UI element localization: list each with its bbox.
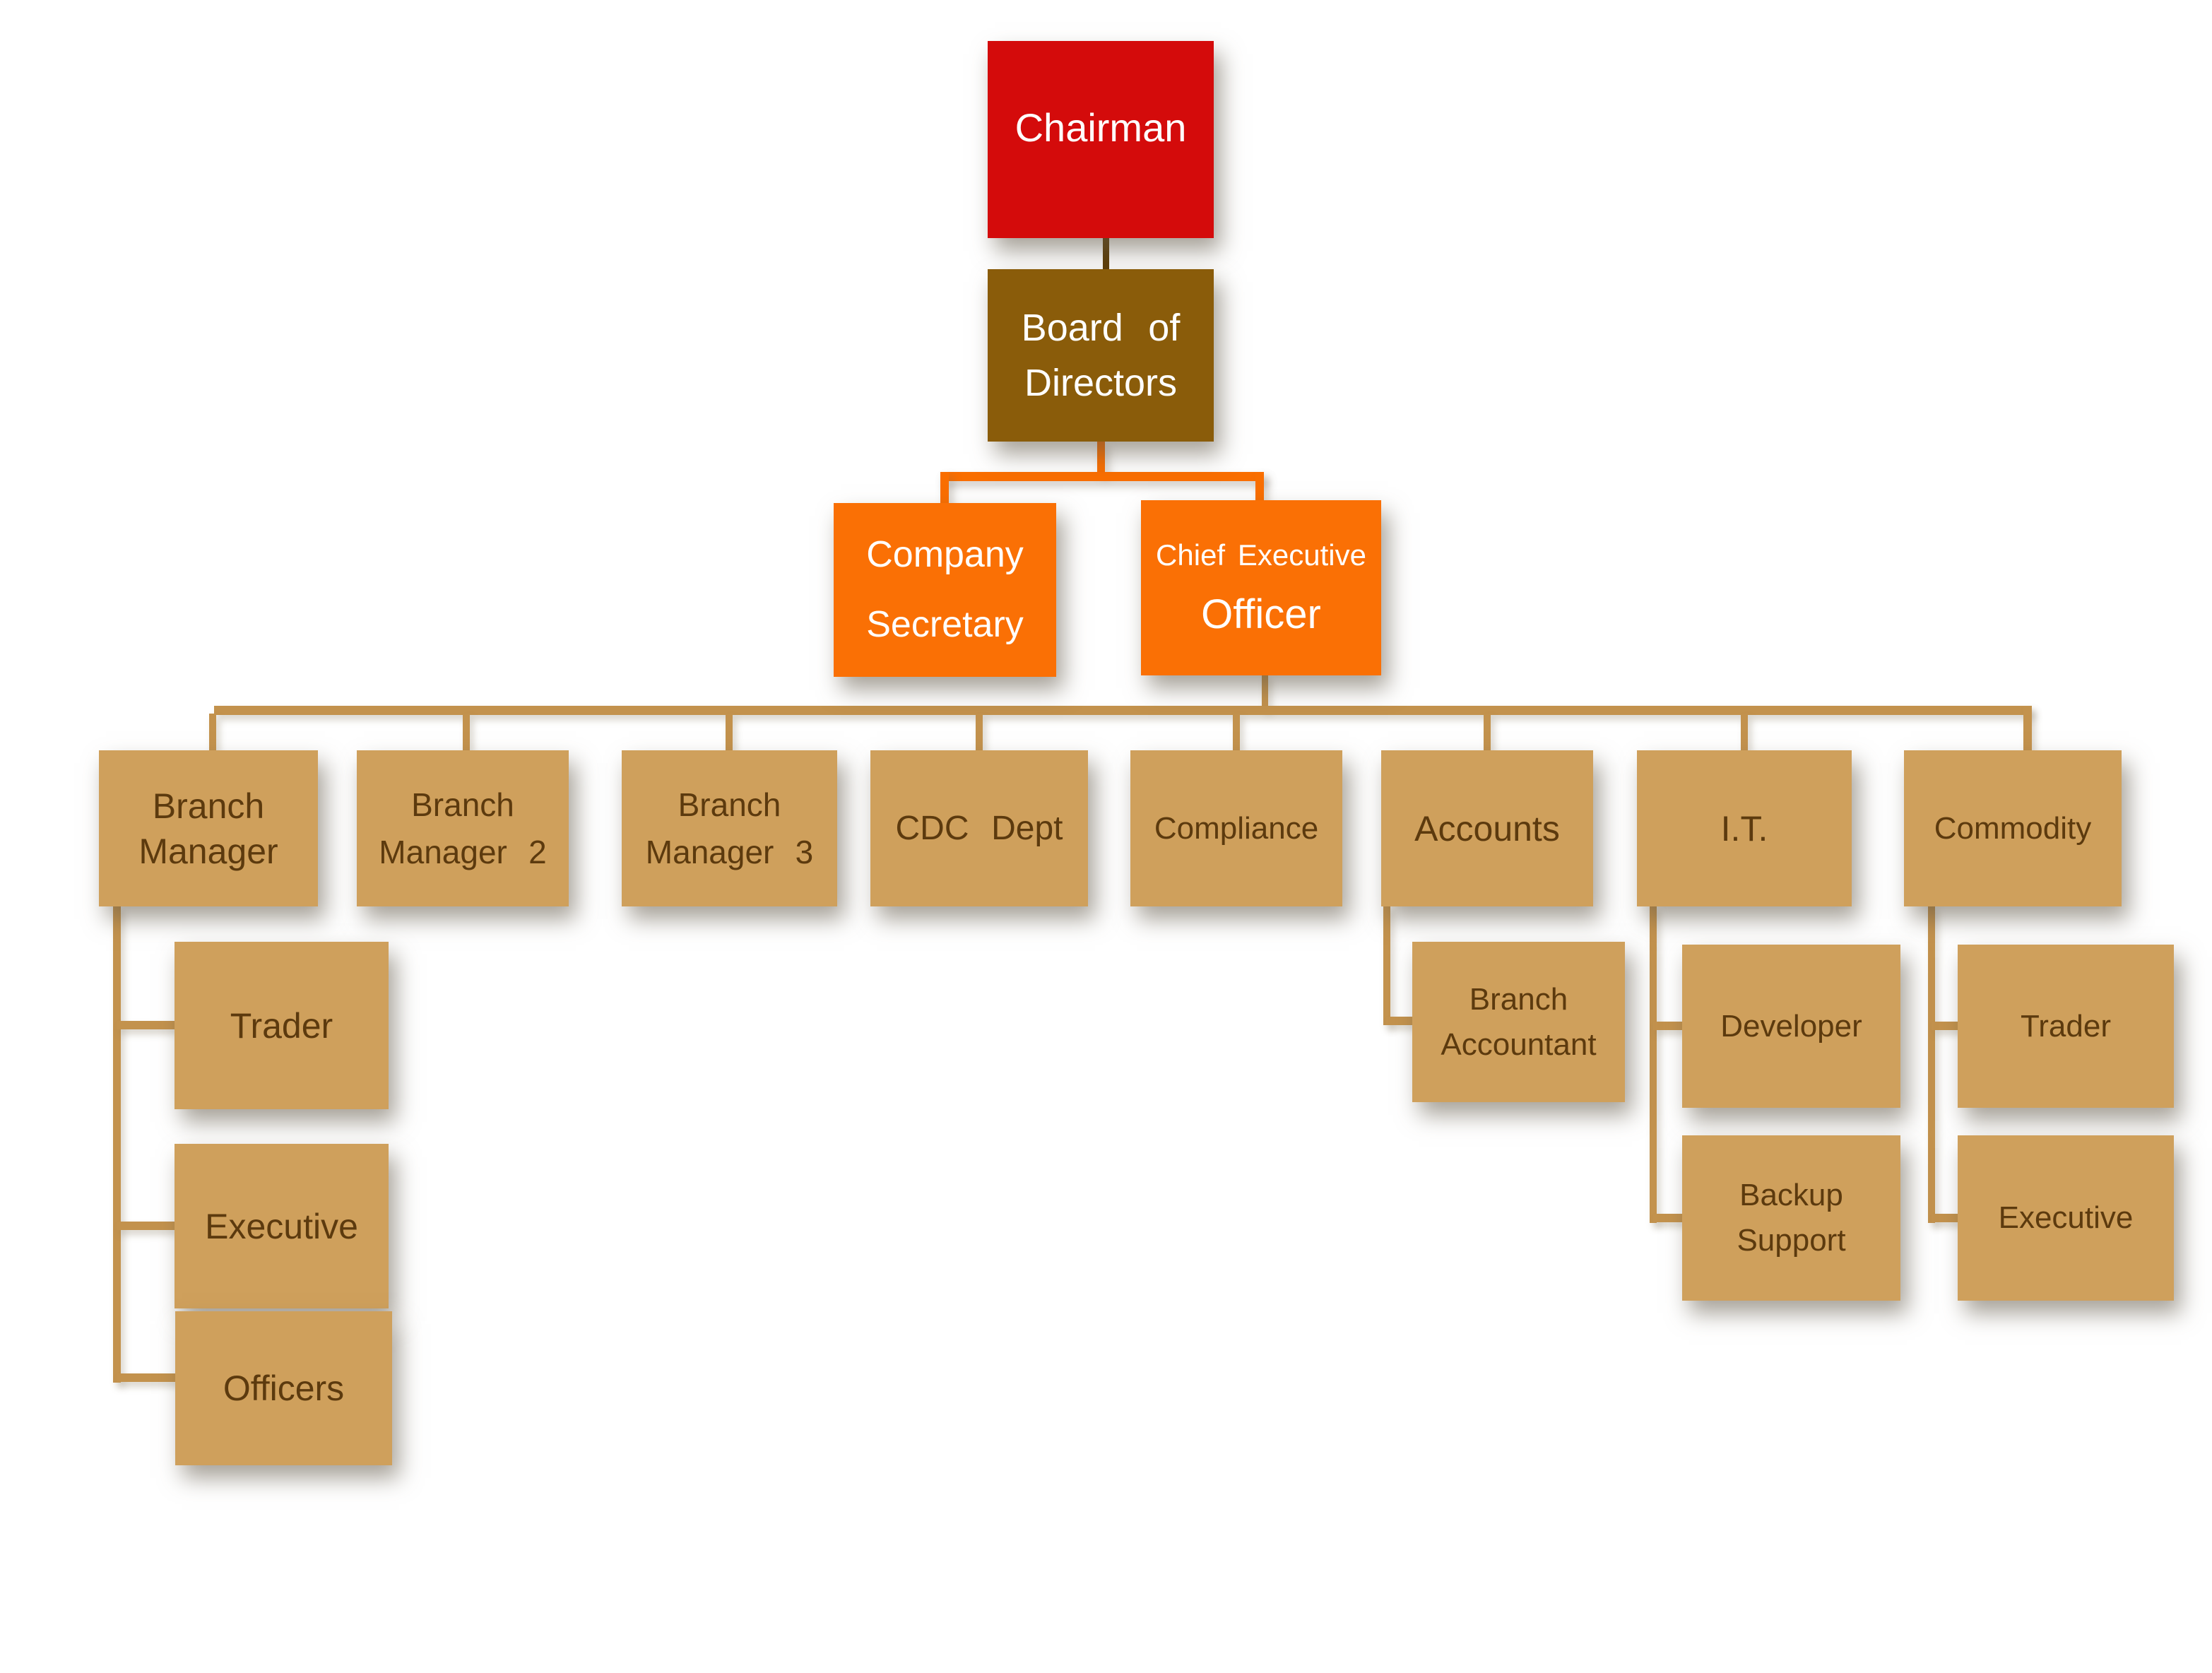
connector-secretary-drop (940, 472, 949, 506)
connector-drop-commodity (2023, 706, 2032, 750)
connector-stub-branch-accountant (1386, 1017, 1414, 1025)
node-label: Branch (678, 786, 781, 823)
connector-drop-accounts (1484, 714, 1491, 750)
node-label: Board of (1021, 306, 1181, 349)
connector-chairman-board (1103, 214, 1109, 271)
node-branch-manager: Branch Manager (99, 750, 318, 906)
connector-drop-branch-manager (209, 714, 216, 750)
node-branch-accountant: Branch Accountant (1412, 942, 1625, 1102)
node-company-secretary: Company Secretary (834, 503, 1056, 677)
node-label: Officer (1201, 591, 1321, 637)
node-label: CDC Dept (895, 810, 1063, 847)
connector-it-spine (1650, 905, 1657, 1223)
node-label: Branch (1469, 981, 1568, 1017)
node-label: Commodity (1934, 810, 2092, 846)
node-label: Trader (2021, 1008, 2111, 1044)
node-label: Backup (1739, 1178, 1843, 1213)
node-label: Executive (205, 1206, 358, 1246)
node-bm-trader: Trader (175, 942, 389, 1109)
connector-ceo-bar-stub (1262, 674, 1268, 709)
node-label: I.T. (1720, 808, 1768, 849)
node-label: Manager 2 (379, 833, 547, 870)
connector-accounts-spine (1383, 905, 1390, 1025)
node-label: Chairman (1015, 105, 1187, 150)
connector-commodity-spine (1928, 905, 1935, 1223)
node-label: Branch (152, 786, 265, 826)
node-label: Executive (1998, 1200, 2134, 1235)
node-label: Compliance (1154, 810, 1319, 846)
connector-stub-officers (117, 1373, 177, 1382)
node-cdc-dept: CDC Dept (870, 750, 1088, 906)
node-chairman: Chairman (988, 41, 1214, 238)
node-label: Chief Executive (1156, 538, 1366, 572)
connector-bm-spine (113, 905, 121, 1383)
connector-stub-trader (117, 1021, 176, 1029)
node-label: Developer (1720, 1008, 1862, 1044)
connector-stub-commodity-trader (1932, 1022, 1960, 1030)
node-branch-manager-3: Branch Manager 3 (622, 750, 837, 906)
connector-stub-commodity-executive (1932, 1214, 1960, 1222)
node-label: Branch (411, 786, 514, 823)
connector-level2-hbar (940, 472, 1264, 481)
connector-drop-branch-manager-3 (726, 714, 733, 750)
node-chief-executive-officer: Chief Executive Officer (1141, 500, 1381, 675)
node-label: Directors (1024, 362, 1178, 404)
connector-ceo-drop (1255, 472, 1264, 503)
node-label: Trader (230, 1005, 333, 1046)
node-bm-executive: Executive (175, 1144, 389, 1308)
connector-stub-developer (1653, 1022, 1684, 1030)
node-label: Accountant (1441, 1027, 1597, 1062)
connector-board-stub (1097, 442, 1105, 473)
node-developer: Developer (1682, 945, 1900, 1108)
node-commodity-trader: Trader (1958, 945, 2174, 1108)
connector-drop-cdc (976, 714, 983, 750)
node-label: Support (1737, 1223, 1846, 1258)
node-label: Manager 3 (645, 833, 814, 870)
node-label: Officers (223, 1368, 345, 1408)
node-backup-support: Backup Support (1682, 1135, 1900, 1301)
node-commodity: Commodity (1904, 750, 2122, 906)
node-label: Secretary (866, 604, 1024, 645)
connector-stub-backup-support (1653, 1214, 1684, 1222)
node-branch-manager-2: Branch Manager 2 (357, 750, 569, 906)
node-it: I.T. (1637, 750, 1852, 906)
node-label: Manager (138, 831, 278, 871)
node-accounts: Accounts (1381, 750, 1593, 906)
node-label: Accounts (1414, 808, 1560, 849)
connector-drop-compliance (1233, 714, 1240, 750)
connector-drop-branch-manager-2 (463, 714, 470, 750)
node-bm-officers: Officers (175, 1311, 392, 1465)
connector-stub-executive (117, 1222, 176, 1230)
connector-level3-hbar (214, 706, 2032, 715)
node-compliance: Compliance (1130, 750, 1342, 906)
node-board-of-directors: Board of Directors (988, 269, 1214, 442)
node-label: Company (866, 534, 1024, 576)
node-commodity-executive: Executive (1958, 1135, 2174, 1301)
connector-drop-it (1741, 714, 1748, 750)
